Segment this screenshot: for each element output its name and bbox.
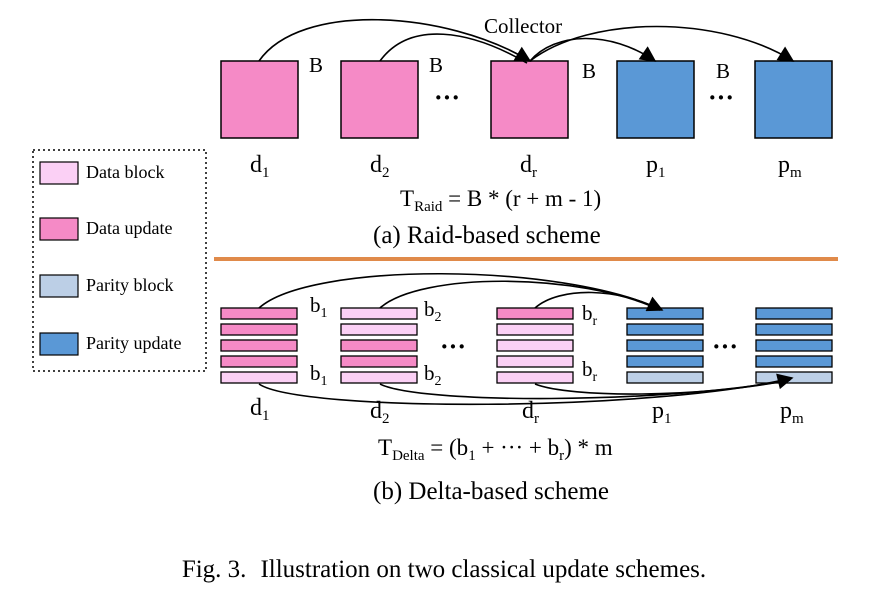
raid-arrow-dr-to-pm: [529, 25, 795, 62]
raid-edge-label-1: B: [309, 53, 323, 77]
delta-edge-label-br-bottom: br: [582, 357, 598, 385]
raid-label-d1: d1: [250, 152, 270, 181]
delta-scheme: ··· ··· b1 b2 br b1 b2 br d1 d2 dr p1 pm…: [220, 272, 833, 505]
legend-swatch-data-update: [39, 217, 79, 241]
delta-node-d1: [220, 307, 298, 384]
raid-label-dr: dr: [520, 152, 537, 181]
delta-edge-label-b2-bottom: b2: [424, 361, 442, 389]
raid-edge-label-2: B: [429, 53, 443, 77]
delta-label-dr: dr: [522, 398, 539, 427]
raid-scheme: ··· ··· Collector B B B B d1 d2 dr p1 pm…: [220, 14, 833, 249]
figure-caption-text: Illustration on two classical update sch…: [260, 556, 707, 583]
raid-edge-label-3: B: [582, 59, 596, 83]
delta-formula: TDelta = (b1 + ··· + br) * m: [378, 435, 613, 464]
delta-node-pm: [755, 307, 833, 384]
legend-label-parity-block: Parity block: [86, 275, 174, 295]
legend-label-data-update: Data update: [86, 218, 172, 238]
raid-label-p1: p1: [646, 152, 666, 181]
raid-node-p1: [616, 60, 695, 139]
delta-arrow-dr-to-p1: [534, 291, 661, 311]
raid-formula: TRaid = B * (r + m - 1): [400, 186, 601, 215]
raid-node-d2: [340, 60, 419, 139]
raid-node-d1: [220, 60, 299, 139]
delta-node-dr: [496, 307, 574, 384]
legend-swatch-data-block: [39, 161, 79, 185]
raid-ellipsis-data: ···: [434, 83, 460, 112]
raid-arrow-dr-to-p1: [529, 37, 657, 62]
figure-caption: Fig. 3. Illustration on two classical upd…: [0, 556, 888, 584]
delta-edge-label-b1-top: b1: [310, 293, 328, 321]
raid-label-d2: d2: [370, 152, 390, 181]
raid-label-pm: pm: [778, 152, 802, 181]
delta-node-p1: [626, 307, 704, 384]
raid-node-dr: [490, 60, 569, 139]
delta-label-p1: p1: [652, 398, 672, 427]
raid-arrow-d2-to-dr: [379, 33, 528, 64]
raid-collector-label: Collector: [484, 14, 562, 38]
delta-label-d2: d2: [370, 398, 390, 427]
raid-edge-label-4: B: [716, 59, 730, 83]
delta-label-d1: d1: [250, 395, 270, 424]
delta-label-pm: pm: [780, 398, 804, 427]
legend-label-data-block: Data block: [86, 162, 164, 182]
legend-frame: [32, 149, 207, 372]
raid-node-pm: [754, 60, 833, 139]
raid-ellipsis-parity: ···: [708, 83, 734, 112]
raid-title: (a) Raid-based scheme: [373, 222, 601, 249]
delta-ellipsis-data: ···: [440, 332, 466, 361]
legend-swatch-parity-update: [39, 332, 79, 356]
delta-edge-label-b1-bottom: b1: [310, 361, 328, 389]
delta-arrow-dr-to-pm: [534, 379, 791, 395]
legend: Data block Data update Parity block Pari…: [32, 149, 207, 372]
legend-swatch-parity-block: [39, 274, 79, 298]
figure-caption-label: Fig. 3.: [181, 556, 247, 583]
raid-arrow-d1-to-dr: [258, 18, 532, 62]
delta-node-d2: [340, 307, 418, 384]
delta-edge-label-b2-top: b2: [424, 297, 442, 325]
delta-ellipsis-parity: ···: [712, 332, 738, 361]
legend-label-parity-update: Parity update: [86, 333, 181, 353]
delta-title: (b) Delta-based scheme: [373, 478, 609, 505]
delta-edge-label-br-top: br: [582, 301, 598, 329]
